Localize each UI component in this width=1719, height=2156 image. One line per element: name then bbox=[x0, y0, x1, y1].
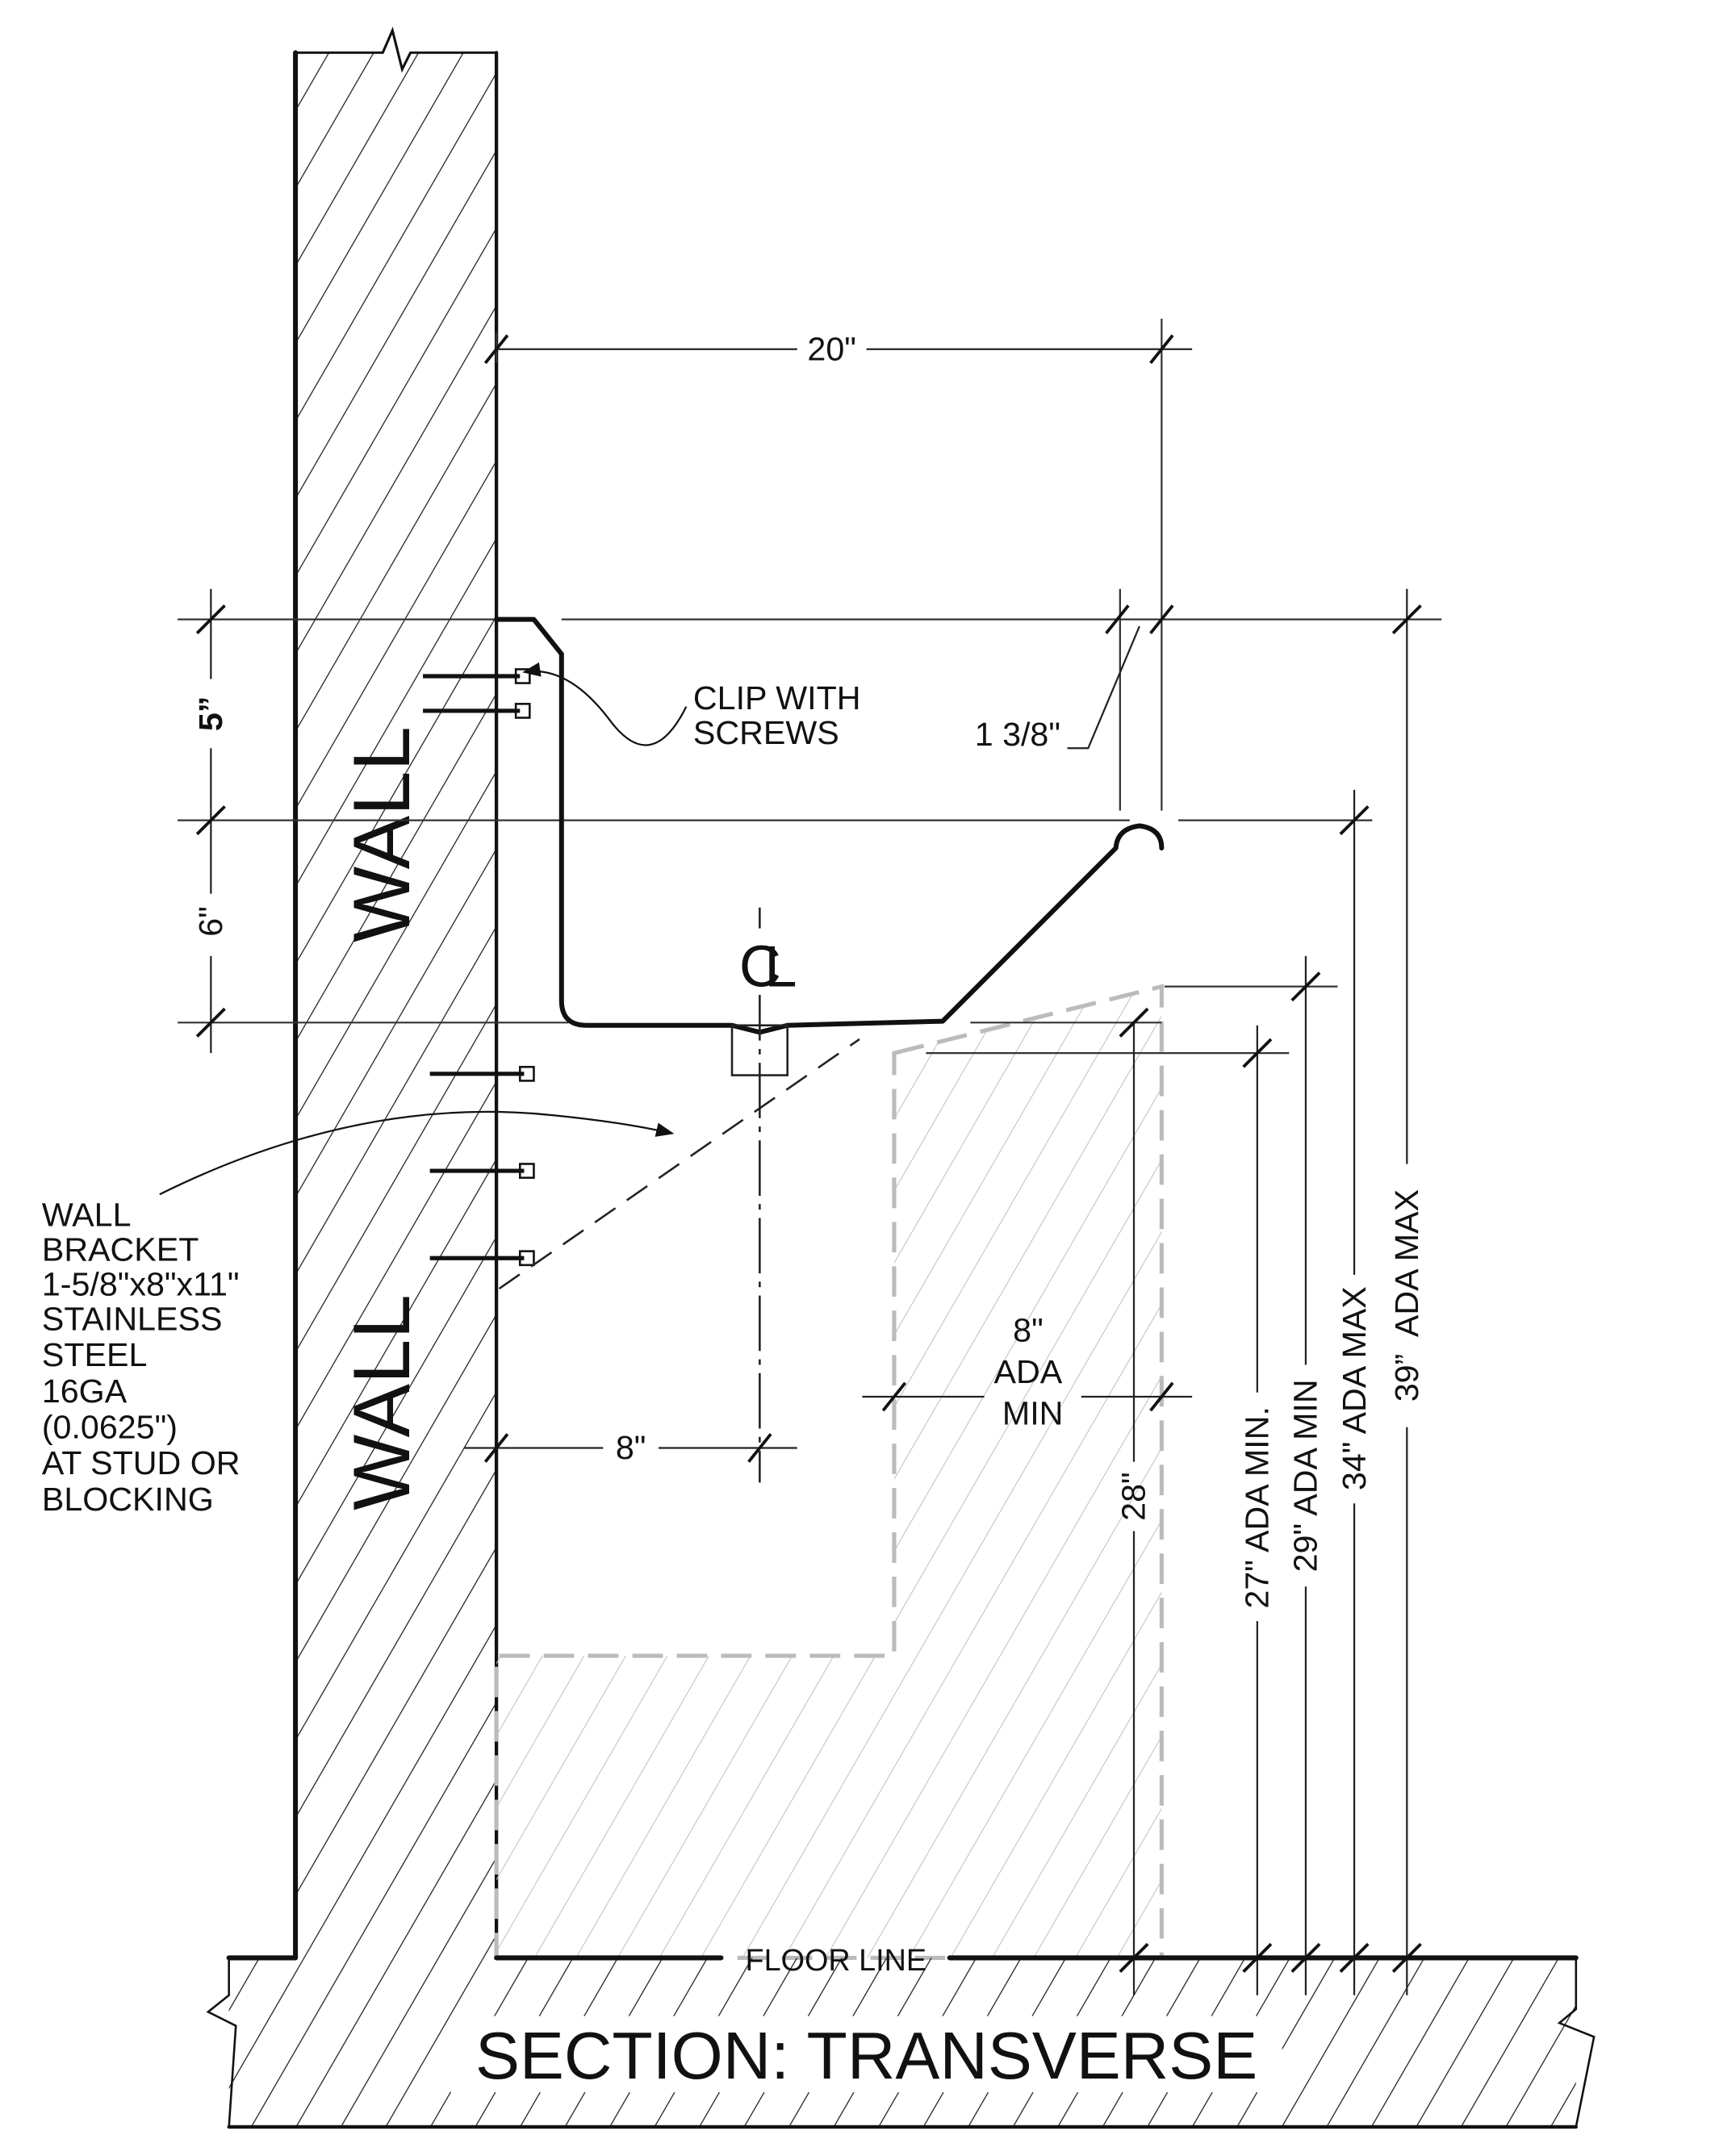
svg-text:29" ADA MIN: 29" ADA MIN bbox=[1287, 1379, 1324, 1572]
dimension-width: 20" bbox=[483, 330, 1193, 367]
floor bbox=[206, 1955, 1596, 2129]
wall-bracket-outline bbox=[498, 1038, 860, 1290]
svg-text:28": 28" bbox=[1115, 1472, 1152, 1520]
break-symbol bbox=[206, 1958, 237, 2128]
svg-text:8": 8" bbox=[616, 1429, 646, 1466]
svg-text:5”: 5” bbox=[192, 696, 229, 732]
dimension-rim-lip: 1 3/8" bbox=[975, 604, 1174, 753]
dimension-heights: 28" 27" ADA MIN. 29" ADA MIN 34" ADA MAX… bbox=[1115, 588, 1425, 1995]
break-symbol bbox=[1557, 1958, 1596, 2128]
screws bbox=[423, 668, 535, 1267]
svg-text:27" ADA MIN.: 27" ADA MIN. bbox=[1239, 1406, 1276, 1609]
clip-callout: CLIP WITH SCREWS bbox=[693, 679, 870, 751]
lavatory-bowl bbox=[494, 616, 1165, 1035]
wall-label-lower: WALL bbox=[337, 1294, 427, 1510]
dimension-knee-depth: 8" ADA MIN bbox=[862, 1311, 1193, 1431]
svg-text:34" ADA MAX: 34" ADA MAX bbox=[1336, 1286, 1373, 1490]
knee-clearance-zone bbox=[494, 984, 1164, 1961]
bracket-callout: WALL BRACKET 1-5/8"x8"x11" STAINLESS STE… bbox=[42, 1197, 249, 1518]
clip-leader bbox=[522, 662, 688, 746]
extension-lines bbox=[178, 318, 1442, 1055]
svg-text:39” ADA MAX: 39” ADA MAX bbox=[1388, 1189, 1425, 1402]
dimension-rim-bowl: 5” 6" bbox=[192, 588, 229, 1054]
svg-text:8" ADA MIN: 8" ADA MIN bbox=[994, 1311, 1072, 1431]
svg-text:1 3/8": 1 3/8" bbox=[975, 716, 1060, 753]
svg-text:20": 20" bbox=[807, 330, 855, 367]
floor-line-label: FLOOR LINE bbox=[746, 1944, 927, 1978]
bracket-leader bbox=[159, 1110, 675, 1196]
svg-text:6": 6" bbox=[192, 906, 229, 937]
wall-label-upper: WALL bbox=[337, 726, 427, 942]
section-title: SECTION: TRANSVERSE bbox=[475, 2019, 1257, 2093]
wall bbox=[293, 27, 499, 1961]
dimension-centerline-offset: 8" bbox=[464, 1429, 797, 1466]
break-symbol bbox=[295, 27, 497, 73]
